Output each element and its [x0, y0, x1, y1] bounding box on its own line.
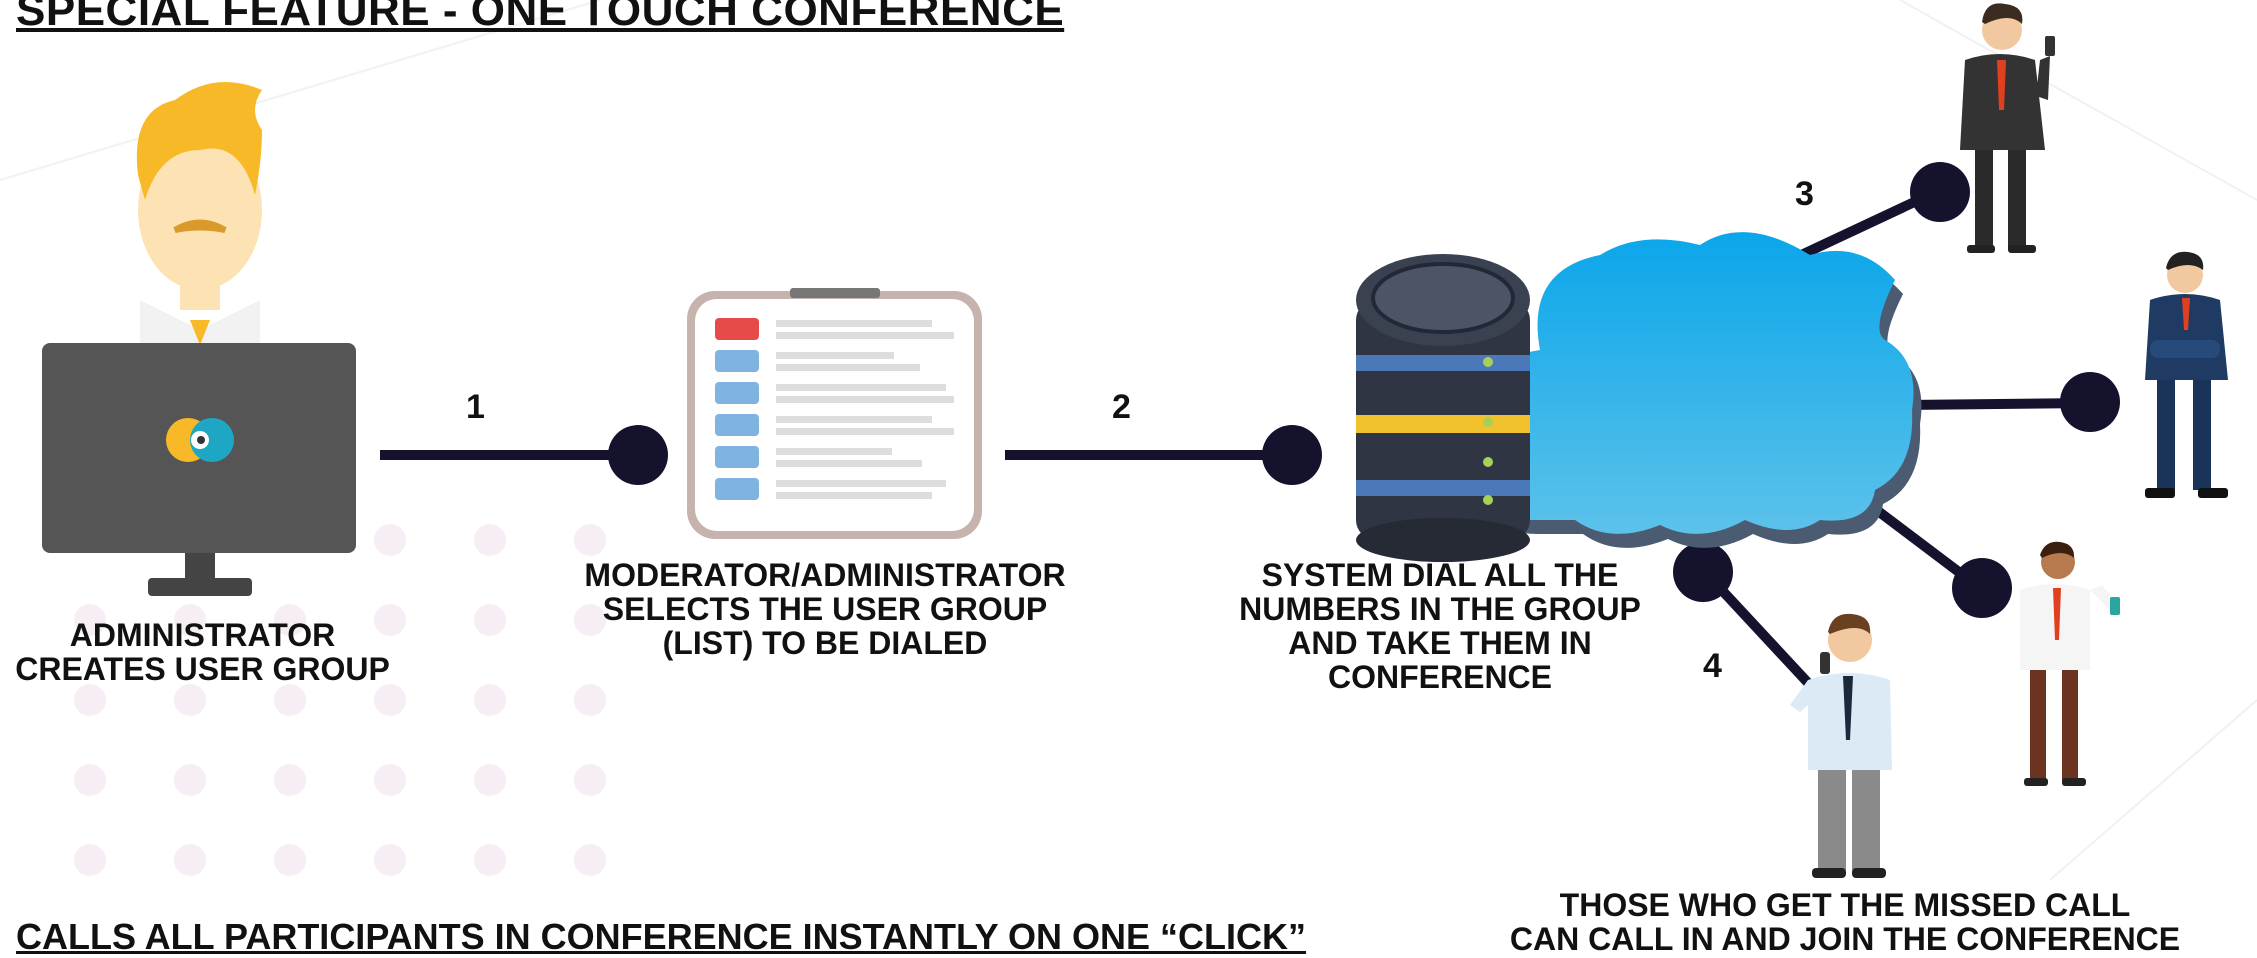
connector-right-2	[1866, 501, 2012, 618]
footer-tagline: CALLS ALL PARTICIPANTS IN CONFERENCE INS…	[16, 916, 1307, 957]
administrator-label-line: ADMINISTRATOR	[69, 617, 336, 653]
connector-3	[1777, 162, 1970, 270]
moderator-label-line: MODERATOR/ADMINISTRATOR	[584, 557, 1066, 593]
connector-4	[1673, 542, 1814, 689]
person-smartphone-icon	[2020, 541, 2120, 786]
system-dial-label-line: AND TAKE THEM IN	[1288, 625, 1592, 661]
man-on-phone-icon	[1790, 613, 1892, 878]
server-database-icon	[1356, 254, 1530, 562]
page-title: SPECIAL FEATURE - ONE TOUCH CONFERENCE	[16, 0, 1065, 35]
administrator-icon	[136, 82, 262, 345]
administrator-label: ADMINISTRATOR CREATES USER GROUP	[0, 618, 405, 686]
background-dots	[74, 524, 606, 876]
monitor-icon	[42, 343, 356, 596]
step-number-1: 1	[466, 388, 485, 426]
system-dial-label-line: SYSTEM DIAL ALL THE	[1261, 557, 1619, 593]
step-number-4: 4	[1703, 647, 1722, 685]
missed-call-label: THOSE WHO GET THE MISSED CALL CAN CALL I…	[1450, 888, 2240, 956]
moderator-label-line: (LIST) TO BE DIALED	[662, 625, 988, 661]
missed-call-label-line: CAN CALL IN AND JOIN THE CONFERENCE	[1509, 921, 2181, 957]
connector-1	[380, 425, 668, 485]
businessman-phone-icon	[1960, 3, 2055, 253]
cloud-icon	[1466, 232, 1922, 548]
connector-2	[1005, 425, 1322, 485]
moderator-label-line: SELECTS THE USER GROUP	[602, 591, 1048, 627]
moderator-label: MODERATOR/ADMINISTRATOR SELECTS THE USER…	[555, 558, 1095, 660]
step-number-2: 2	[1112, 388, 1131, 426]
missed-call-label-line: THOSE WHO GET THE MISSED CALL	[1559, 887, 2131, 923]
system-dial-label: SYSTEM DIAL ALL THE NUMBERS IN THE GROUP…	[1200, 558, 1680, 694]
system-dial-label-line: NUMBERS IN THE GROUP	[1239, 591, 1641, 627]
system-dial-label-line: CONFERENCE	[1327, 659, 1552, 695]
step-number-3: 3	[1795, 175, 1814, 213]
clipboard-list-icon	[687, 288, 982, 539]
connector-right-1	[1904, 372, 2120, 432]
background-lines	[0, 0, 2257, 881]
businessman-arms-crossed-icon	[2145, 251, 2228, 498]
administrator-label-line: CREATES USER GROUP	[15, 651, 390, 687]
